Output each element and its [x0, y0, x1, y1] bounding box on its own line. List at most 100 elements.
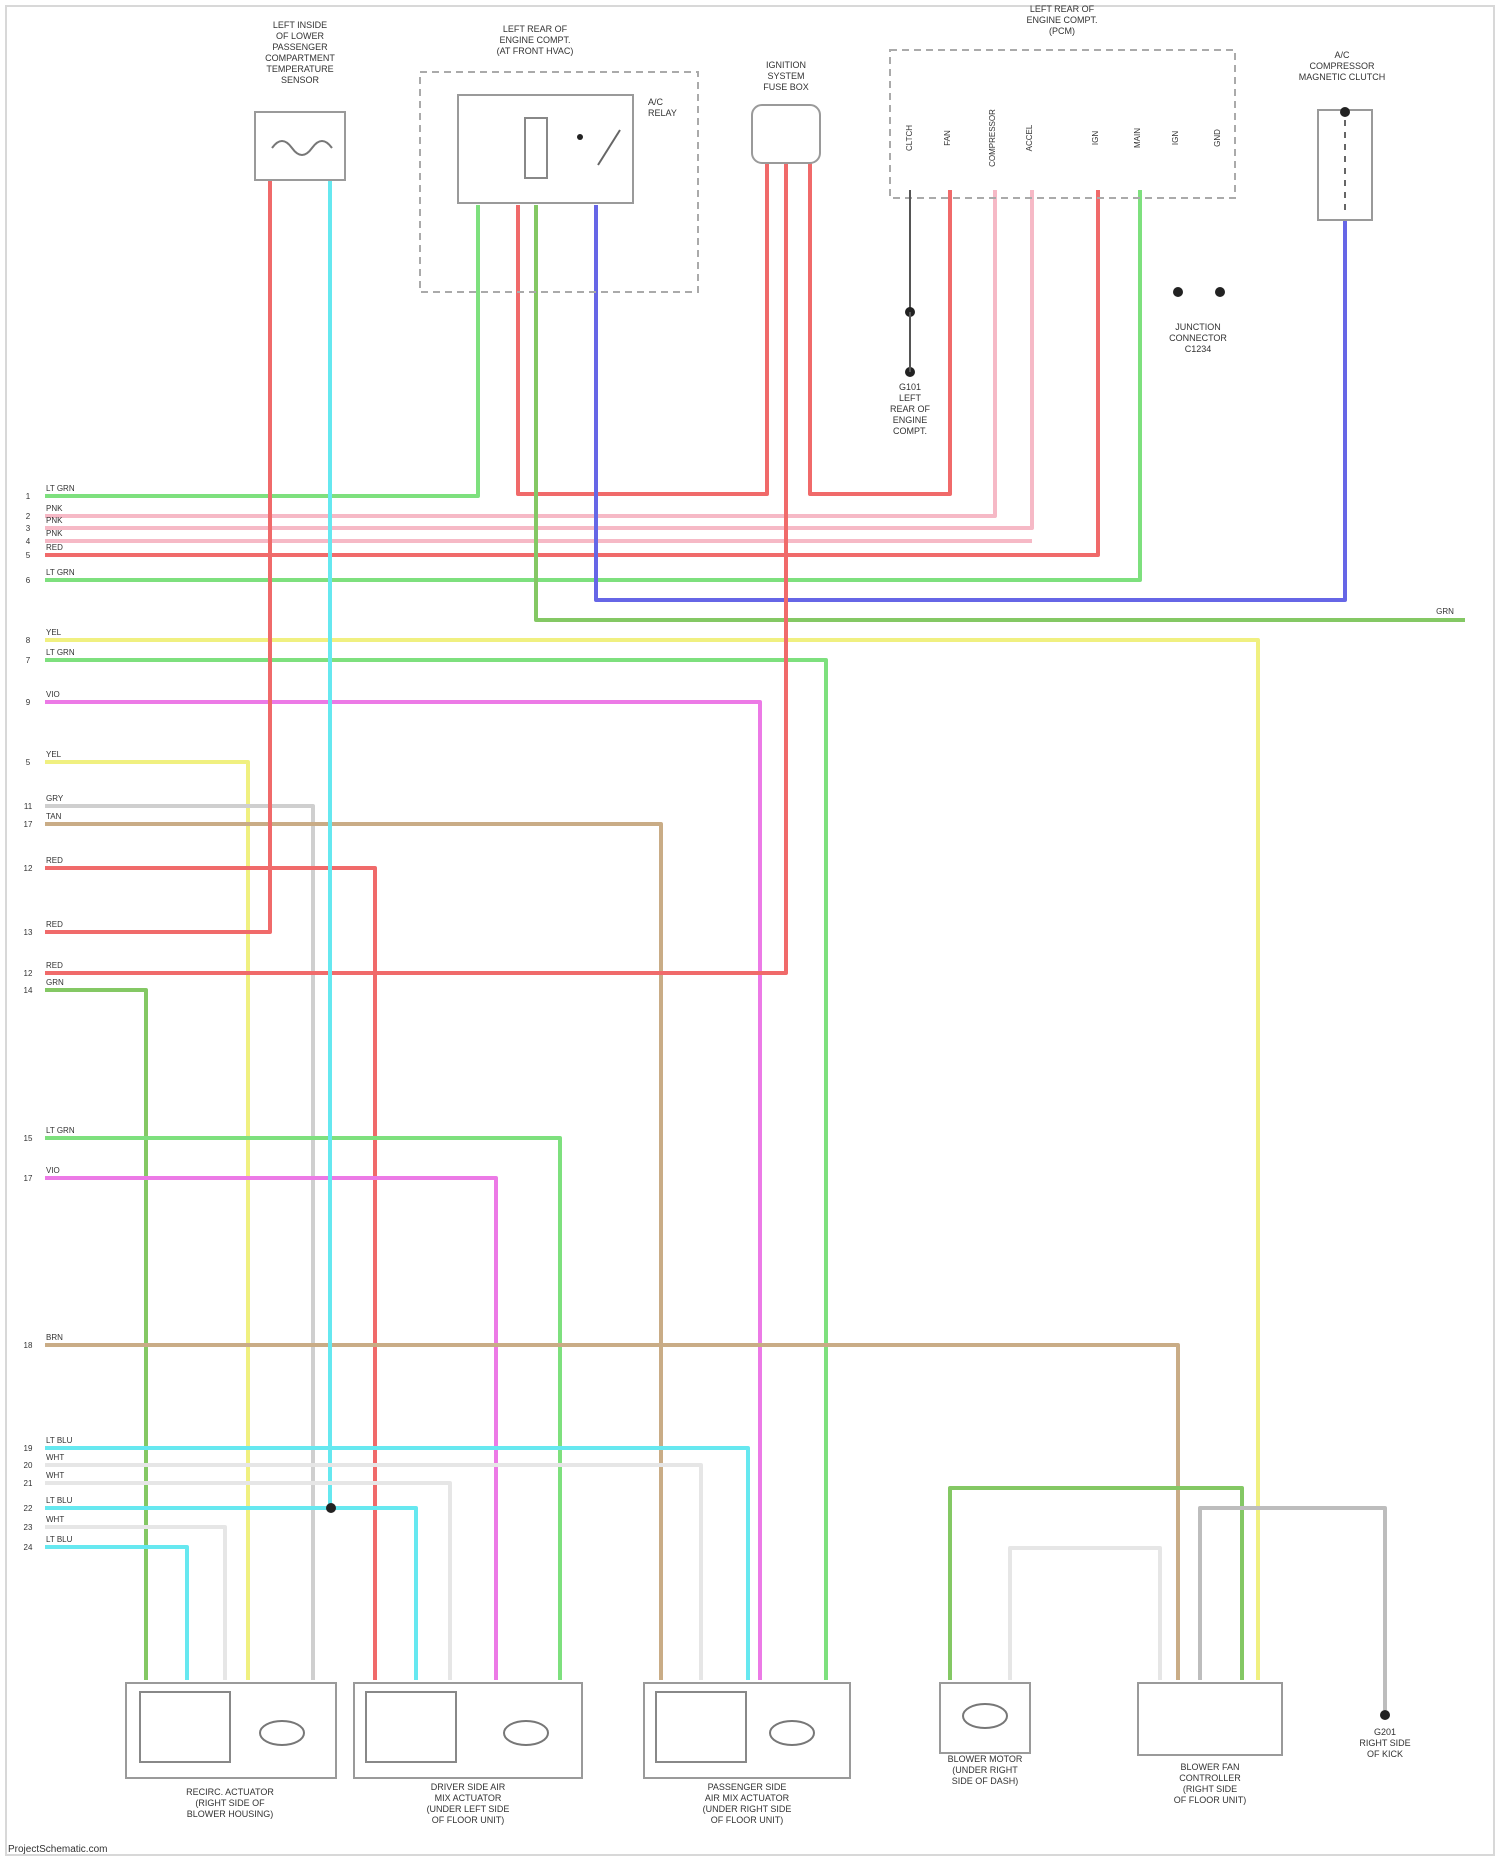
ac-relay — [458, 95, 633, 203]
wire-row-15 — [45, 160, 786, 973]
left-wire-label: VIO — [46, 1166, 60, 1175]
fan-controller-label-line: OF FLOOR UNIT) — [1174, 1795, 1247, 1805]
wire-row-3 — [45, 190, 1032, 528]
pcm-pin-label: CLTCH — [905, 125, 914, 151]
left-pin-number: 8 — [26, 636, 31, 645]
ground-right-icon — [1380, 1710, 1390, 1720]
ignition-label-line: SYSTEM — [767, 71, 804, 81]
blower-fan-controller — [1138, 1683, 1282, 1755]
driver-mix-label-line: MIX ACTUATOR — [435, 1793, 502, 1803]
clutch-label-line: COMPRESSOR — [1309, 61, 1375, 71]
driver-mix-actuator — [354, 1683, 582, 1778]
wire-row-23 — [45, 1508, 416, 1680]
left-wire-label: PNK — [46, 504, 63, 513]
passenger-mix-label-line: PASSENGER SIDE — [708, 1782, 787, 1792]
wire-green-right — [536, 205, 1465, 620]
left-pin-number: 4 — [26, 537, 31, 546]
temp-sensor-label-line: SENSOR — [281, 75, 320, 85]
recirc-label-line: (RIGHT SIDE OF — [195, 1798, 265, 1808]
temp-sensor-label-line: LEFT INSIDE — [273, 20, 327, 30]
left-pin-number: 17 — [24, 1174, 33, 1183]
left-pin-number: 22 — [24, 1504, 33, 1513]
recirc-actuator — [126, 1683, 336, 1778]
temp-sensor-label-line: PASSENGER — [272, 42, 328, 52]
left-pin-number: 3 — [26, 524, 31, 533]
wire-ign-red-pcm — [810, 160, 950, 494]
ac-relay-location-label-line: LEFT REAR OF — [503, 24, 568, 34]
ground-right-label-line: RIGHT SIDE — [1359, 1738, 1410, 1748]
left-wire-label: RED — [46, 920, 63, 929]
driver-mix-label-line: OF FLOOR UNIT) — [432, 1815, 505, 1825]
left-pin-number: 7 — [26, 656, 31, 665]
left-wire-label: GRN — [46, 978, 64, 987]
pcm-pin-label: COMPRESSOR — [988, 109, 997, 167]
left-pin-number: 23 — [24, 1523, 33, 1532]
passenger-mix-label-line: OF FLOOR UNIT) — [711, 1815, 784, 1825]
left-wire-label: LT BLU — [46, 1496, 73, 1505]
junction-label-line: CONNECTOR — [1169, 333, 1227, 343]
wire-fan-gray — [1200, 1508, 1385, 1710]
ground-right-label-line: G201 — [1374, 1727, 1396, 1737]
left-pin-number: 12 — [24, 969, 33, 978]
left-wire-label: WHT — [46, 1471, 64, 1480]
ac-clutch — [1318, 107, 1372, 220]
pcm-pin-label: FAN — [943, 130, 952, 146]
left-pin-number: 24 — [24, 1543, 33, 1552]
left-wire-label: VIO — [46, 690, 60, 699]
ground-left-label-line: ENGINE — [893, 415, 928, 425]
wire-row-5 — [45, 190, 1098, 555]
left-pin-number: 5 — [26, 758, 31, 767]
temp-sensor-label-line: TEMPERATURE — [266, 64, 333, 74]
left-wire-label: LT GRN — [46, 1126, 75, 1135]
wire-row-9 — [45, 702, 760, 1680]
left-pin-number: 21 — [24, 1479, 33, 1488]
blower-fan-controller-box — [1138, 1683, 1282, 1755]
wire-row-12 — [45, 824, 661, 1680]
left-pin-number: 15 — [24, 1134, 33, 1143]
left-wire-label: RED — [46, 856, 63, 865]
blower-motor-label-line: (UNDER RIGHT — [952, 1765, 1018, 1775]
temp-sensor-label-line: COMPARTMENT — [265, 53, 335, 63]
left-pin-number: 5 — [26, 551, 31, 560]
fan-controller-label-line: (RIGHT SIDE — [1183, 1784, 1237, 1794]
ac-relay-location-label-line: (AT FRONT HVAC) — [497, 46, 574, 56]
left-wire-label: TAN — [46, 812, 62, 821]
wire-row-8 — [45, 640, 1258, 1680]
ground-left-label-line: G101 — [899, 382, 921, 392]
wire-row-25 — [45, 1547, 187, 1680]
wire-row-18 — [45, 1178, 496, 1680]
wire-row-24 — [45, 1527, 225, 1680]
left-pin-number: 9 — [26, 698, 31, 707]
left-wire-label: RED — [46, 543, 63, 552]
left-wire-label: BRN — [46, 1333, 63, 1342]
wire-row-17 — [45, 1138, 560, 1680]
driver-mix-label-line: (UNDER LEFT SIDE — [427, 1804, 510, 1814]
pcm-outline — [890, 50, 1235, 198]
left-wire-label: LT BLU — [46, 1436, 73, 1445]
left-pin-number: 2 — [26, 512, 31, 521]
passenger-mix-label-line: AIR MIX ACTUATOR — [705, 1793, 790, 1803]
blower-motor-label-line: SIDE OF DASH) — [952, 1776, 1019, 1786]
ac-relay-name-line: A/C — [648, 97, 664, 107]
pcm-label-line: LEFT REAR OF — [1030, 4, 1095, 14]
recirc-label-line: BLOWER HOUSING) — [187, 1809, 274, 1819]
junction-label-line: C1234 — [1185, 344, 1212, 354]
junction-label-line: JUNCTION — [1175, 322, 1221, 332]
right-end-wire-label: GRN — [1436, 607, 1454, 616]
left-pin-number: 1 — [26, 492, 31, 501]
splice-dot — [326, 1503, 336, 1513]
left-pin-number: 14 — [24, 986, 33, 995]
left-wire-label: LT BLU — [46, 1535, 73, 1544]
fan-controller-label-line: CONTROLLER — [1179, 1773, 1241, 1783]
driver-mix-label-line: DRIVER SIDE AIR — [431, 1782, 506, 1792]
clutch-label-line: MAGNETIC CLUTCH — [1299, 72, 1386, 82]
clutch-terminal-icon — [1340, 107, 1350, 117]
passenger-mix-label-line: (UNDER RIGHT SIDE — [703, 1804, 792, 1814]
left-pin-number: 20 — [24, 1461, 33, 1470]
temp-sensor-label-line: OF LOWER — [276, 31, 325, 41]
ignition-label-line: FUSE BOX — [763, 82, 809, 92]
pcm-pin-label: GND — [1213, 129, 1222, 147]
passenger-mix-actuator — [644, 1683, 850, 1778]
blower-motor-label-line: BLOWER MOTOR — [948, 1754, 1023, 1764]
